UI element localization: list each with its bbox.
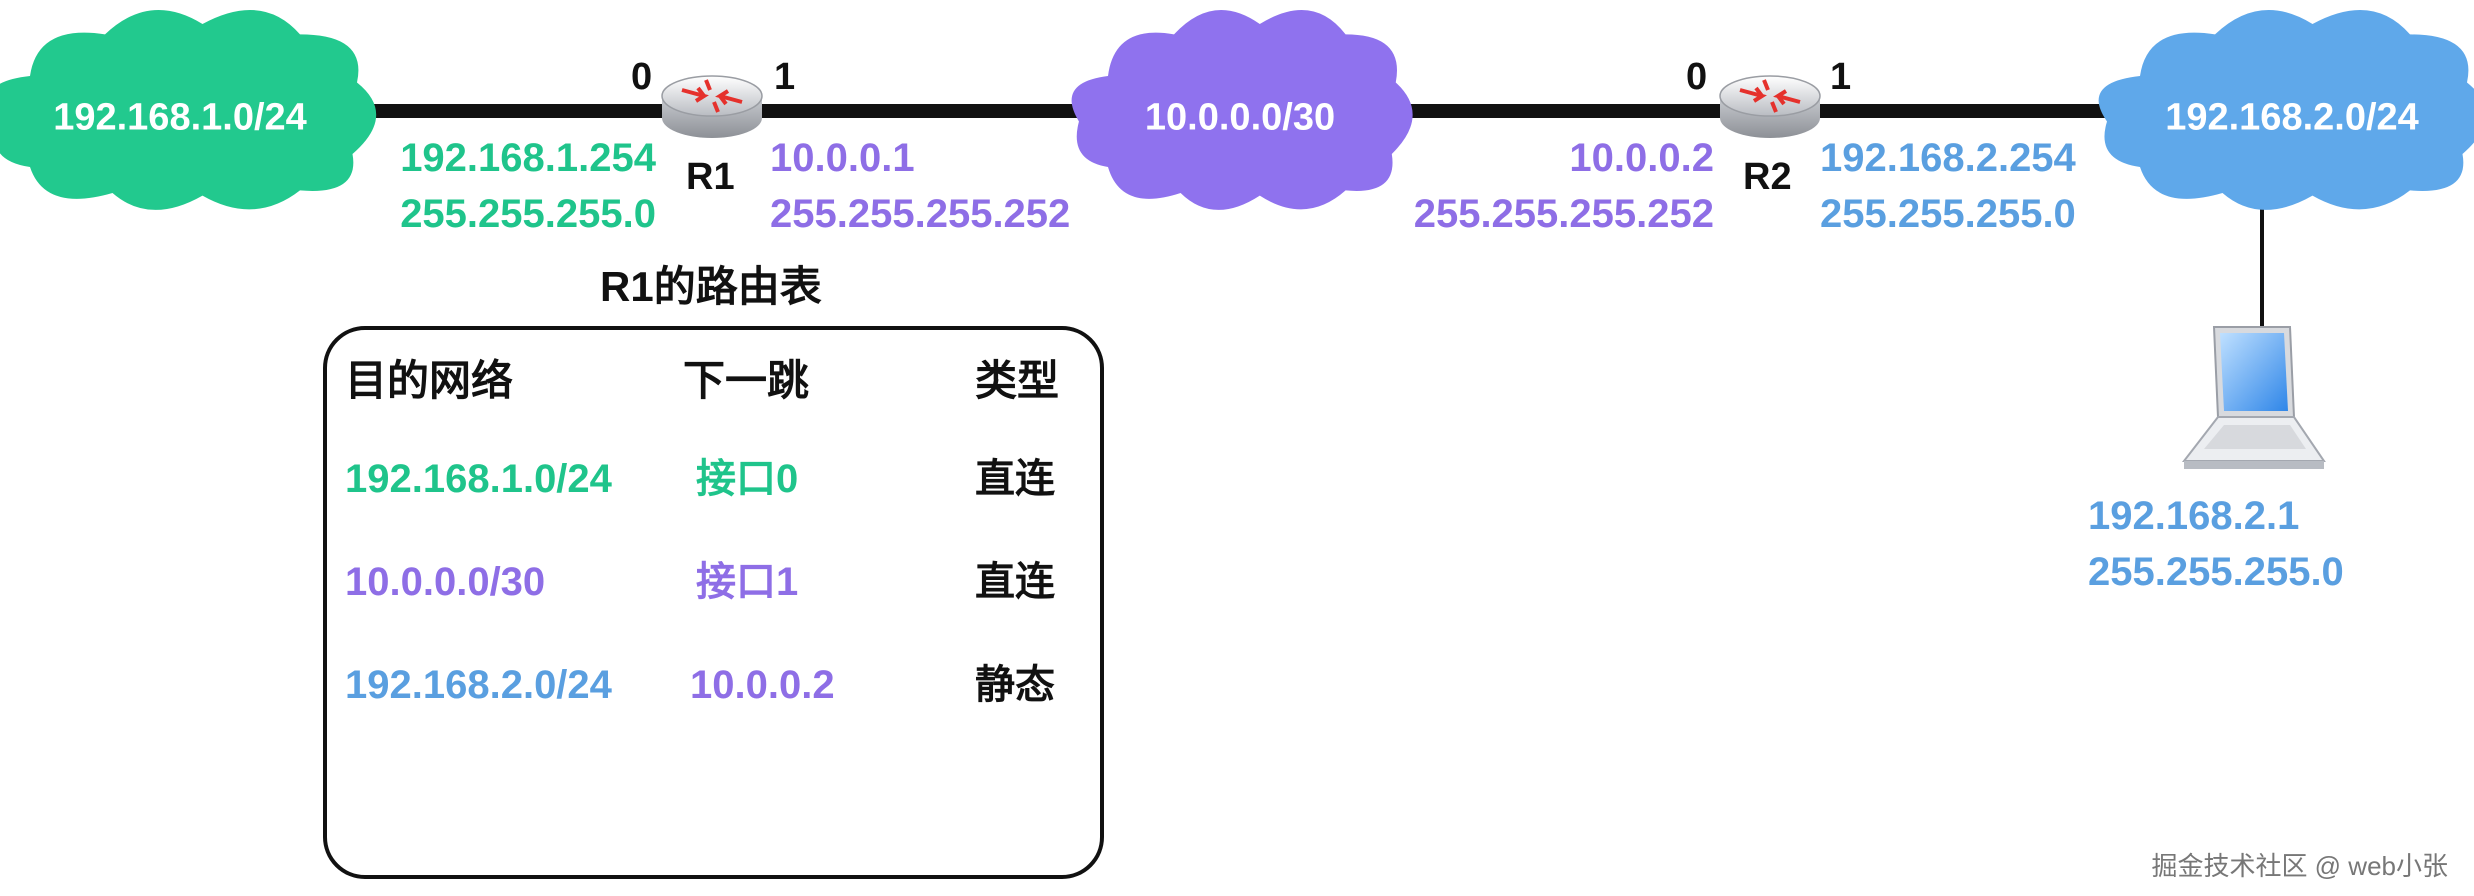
routing-table-header-next-hop: 下一跳 <box>683 357 810 404</box>
network-label-lan2: 192.168.2.0/24 <box>2165 96 2419 139</box>
r1-if1-address: 10.0.0.1 255.255.255.252 <box>770 130 1070 242</box>
routing-table-row-3-type: 静态 <box>975 663 1055 707</box>
cloud-lan2 <box>2098 10 2474 210</box>
routing-table-row-2-type: 直连 <box>975 560 1055 604</box>
r2-if1-ip: 192.168.2.254 <box>1820 136 2076 180</box>
r2-port-1: 1 <box>1830 56 1852 98</box>
r1-if0-address: 192.168.1.254 255.255.255.0 <box>400 130 656 242</box>
r2-if1-address: 192.168.2.254 255.255.255.0 <box>1820 130 2076 242</box>
r1-port-1: 1 <box>774 56 796 98</box>
routing-table-row-1-next-hop: 接口0 <box>696 457 799 501</box>
r2-if1-mask: 255.255.255.0 <box>1820 192 2076 236</box>
routing-table-row-3-next-hop: 10.0.0.2 <box>690 663 835 707</box>
r1-if1-ip: 10.0.0.1 <box>770 136 915 180</box>
watermark: 掘金技术社区 @ web小张 <box>2151 851 2448 881</box>
routing-table-row-2-destination: 10.0.0.0/30 <box>345 560 546 604</box>
r1-name: R1 <box>686 156 735 198</box>
cloud-lan1 <box>0 10 377 210</box>
routing-table-row-2-next-hop: 接口1 <box>696 560 799 604</box>
routing-table <box>323 326 1104 879</box>
routing-table-row-1-destination: 192.168.1.0/24 <box>345 457 612 501</box>
network-label-lan1: 192.168.1.0/24 <box>53 96 307 139</box>
network-label-transit: 10.0.0.0/30 <box>1144 96 1336 139</box>
router-r1-icon <box>661 75 763 138</box>
cloud-transit <box>1071 9 1413 210</box>
routing-table-row-1-type: 直连 <box>975 457 1055 501</box>
host-ip: 192.168.2.1 <box>2088 494 2300 538</box>
r2-if0-mask: 255.255.255.252 <box>1413 192 1714 236</box>
r2-if0-ip: 10.0.0.2 <box>1569 136 1714 180</box>
r1-if1-mask: 255.255.255.252 <box>770 192 1071 236</box>
routing-table-header-destination: 目的网络 <box>345 357 514 404</box>
host-address: 192.168.2.1 255.255.255.0 <box>2088 488 2344 600</box>
r2-name: R2 <box>1743 156 1792 198</box>
r1-if0-mask: 255.255.255.0 <box>400 192 656 236</box>
r1-port-0: 0 <box>631 56 653 98</box>
r2-if0-address: 10.0.0.2 255.255.255.252 <box>1414 130 1714 242</box>
r2-port-0: 0 <box>1686 56 1708 98</box>
routing-table-title: R1的路由表 <box>600 263 822 310</box>
routing-table-row-3-destination: 192.168.2.0/24 <box>345 663 612 707</box>
host-mask: 255.255.255.0 <box>2088 550 2344 594</box>
laptop-icon <box>2181 326 2326 469</box>
routing-table-header-type: 类型 <box>975 357 1060 404</box>
r1-if0-ip: 192.168.1.254 <box>400 136 656 180</box>
router-r2-icon <box>1719 75 1821 138</box>
